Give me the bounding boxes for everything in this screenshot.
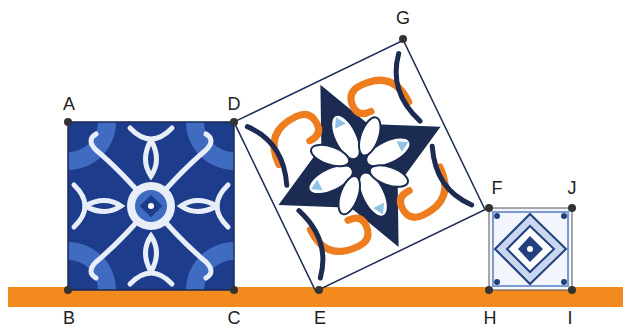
vertex-dots — [64, 35, 576, 294]
small-tile — [489, 208, 572, 290]
point-label: H — [484, 308, 497, 328]
blue-tile — [20, 74, 282, 330]
point-label: F — [492, 178, 503, 198]
point-label: J — [568, 178, 577, 198]
point-label: C — [228, 308, 241, 328]
orange-tile — [234, 40, 485, 291]
point-label: E — [314, 308, 326, 328]
point-label: B — [63, 308, 75, 328]
point-label: G — [396, 8, 410, 28]
point-label: A — [63, 94, 75, 114]
point-label: D — [228, 94, 241, 114]
point-label: I — [567, 308, 572, 328]
